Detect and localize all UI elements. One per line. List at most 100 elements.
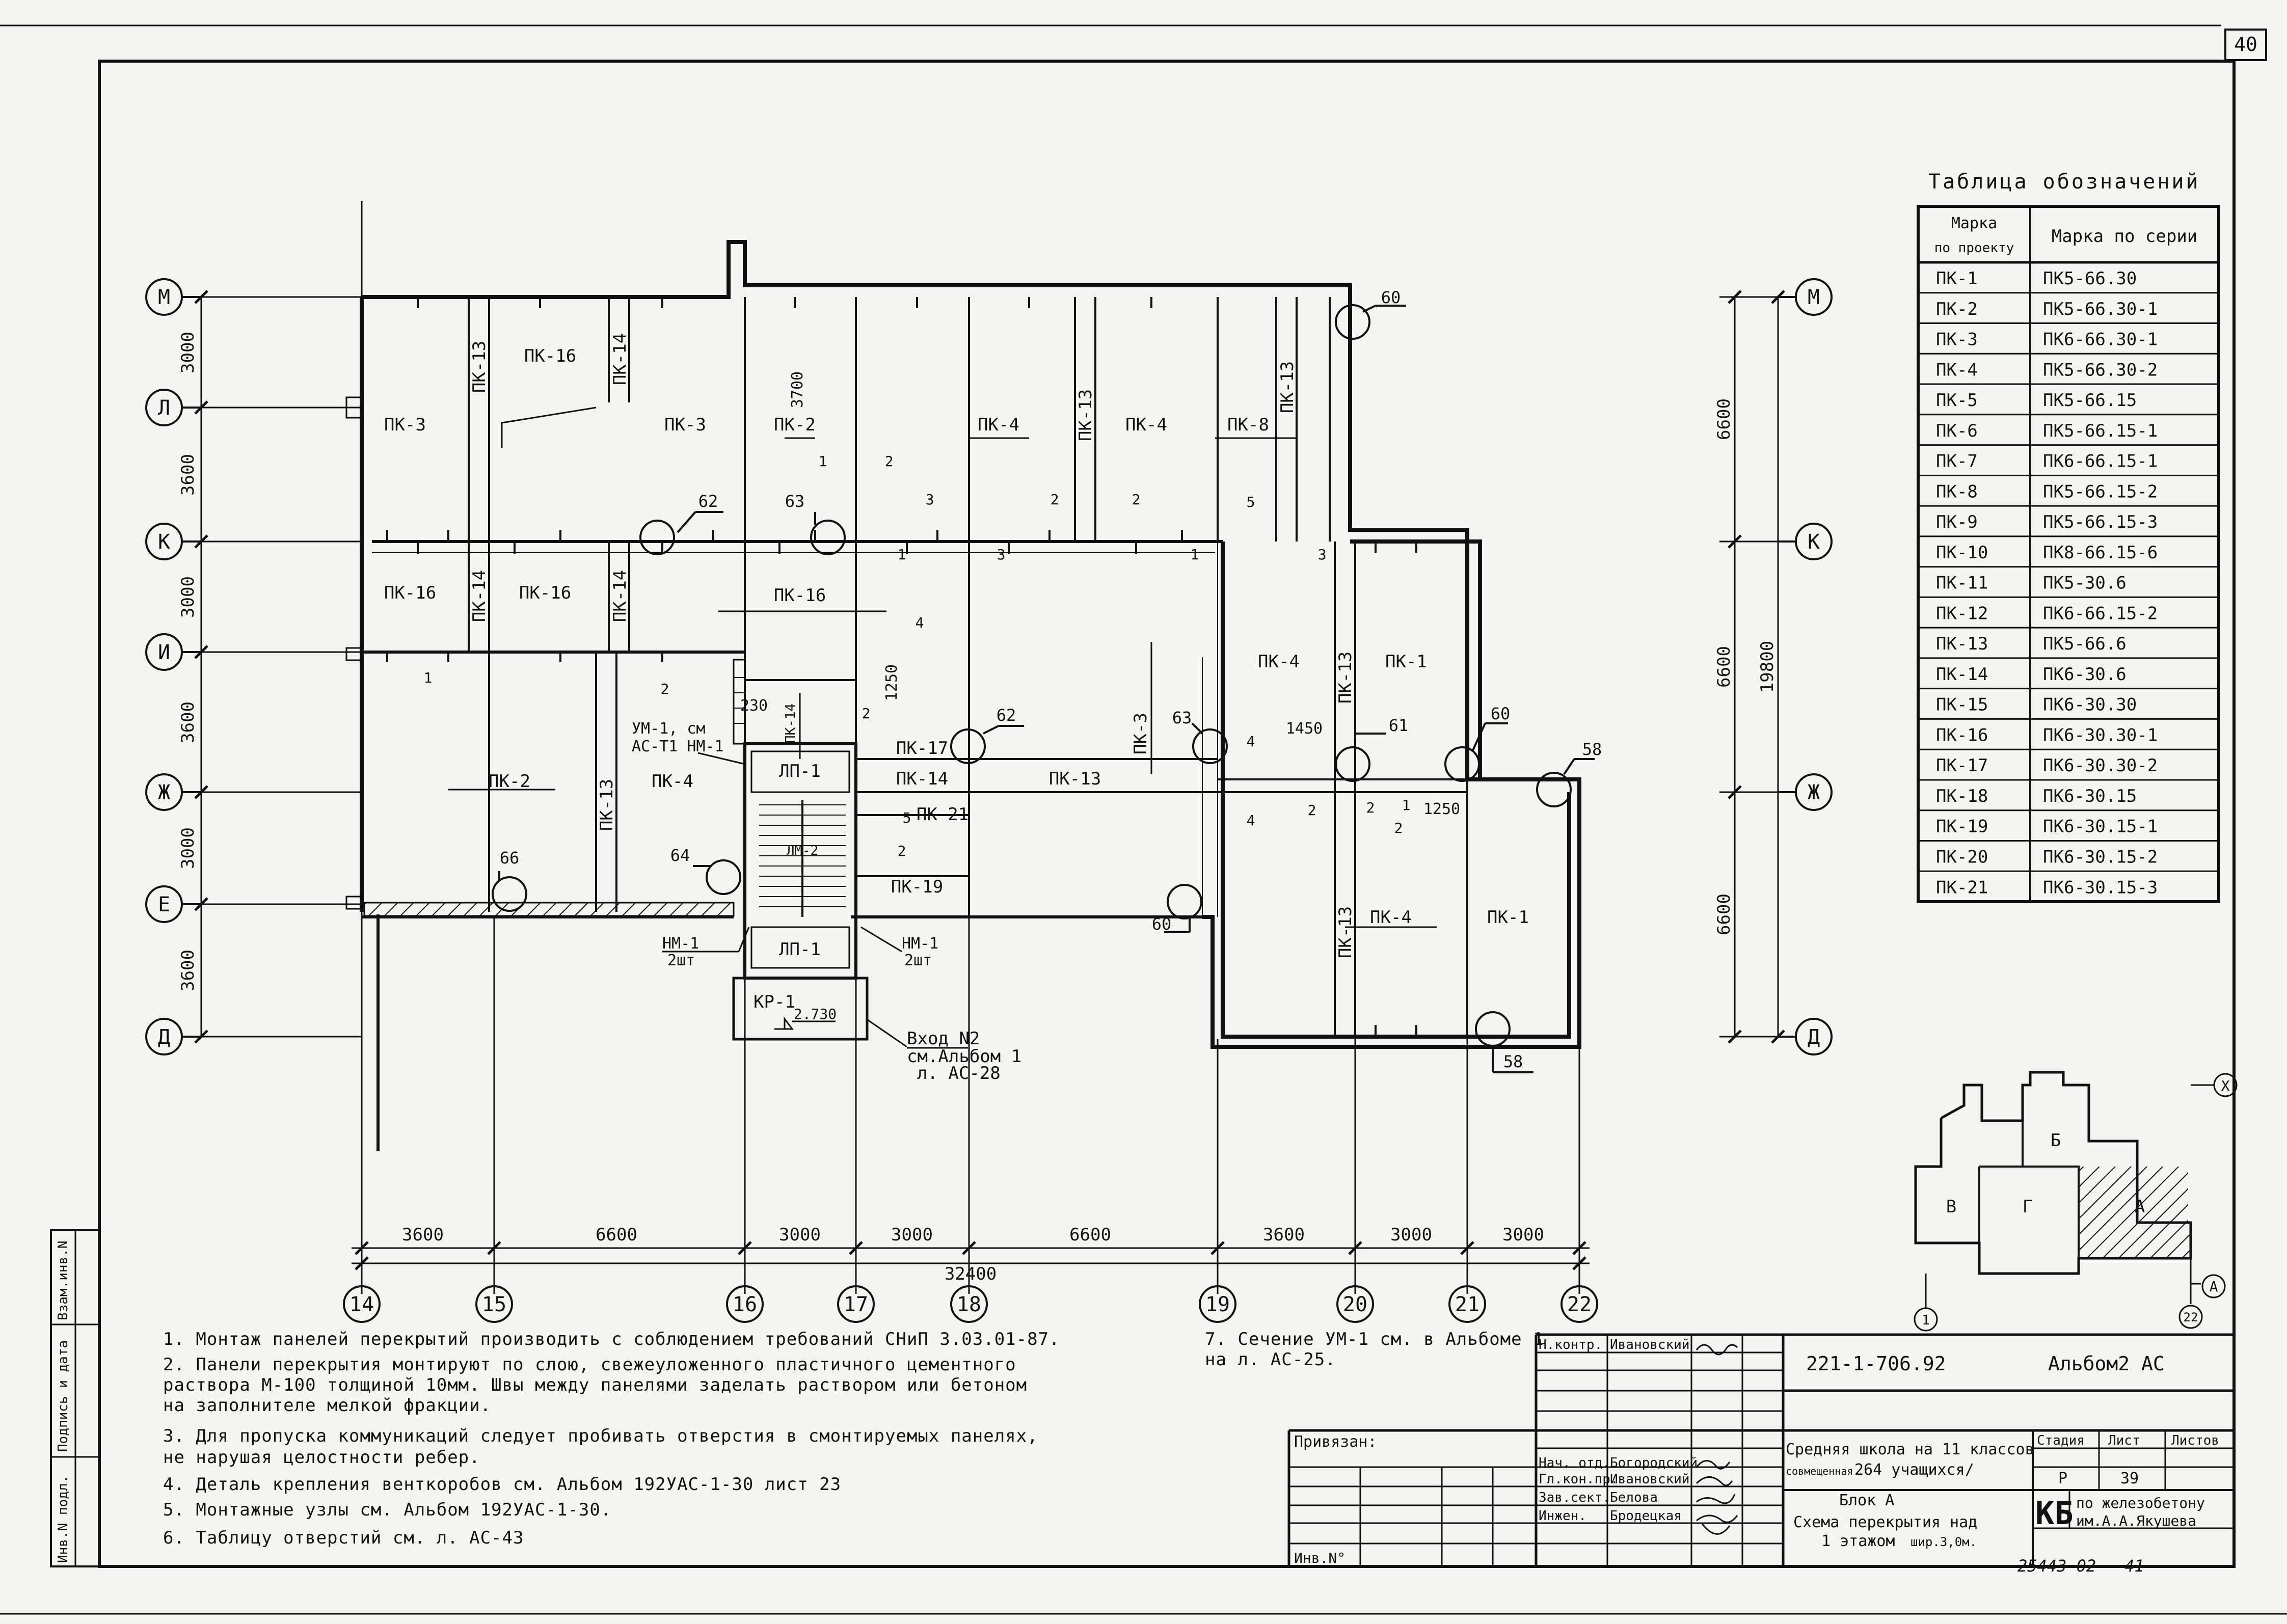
callout-circles: [492, 304, 1595, 1073]
panel-label: ПК-4: [1258, 652, 1300, 672]
stamp-org: им.А.А.Якушева: [2076, 1512, 2196, 1529]
legend-mark-series: ПК6-30.30-2: [2043, 755, 2158, 776]
panel-label: ПК-4: [978, 415, 1019, 435]
stamp-privyazan: Привязан:: [1294, 1433, 1377, 1451]
node-mark: 2: [1366, 799, 1375, 816]
legend-mark-project: ПК-15: [1936, 695, 1988, 715]
legend-mark-project: ПК-10: [1936, 543, 1988, 563]
legend-mark-project: ПК-20: [1936, 847, 1988, 868]
axis-row-k: К: [158, 530, 170, 554]
axis-col-15: 15: [482, 1293, 506, 1316]
stamp-block: Блок А: [1839, 1492, 1894, 1509]
stairwell: [732, 742, 869, 1041]
stamp-role: Инжен.: [1539, 1508, 1586, 1524]
node-mark: 2: [1051, 491, 1059, 508]
panel-label: ПК-13: [1335, 906, 1356, 958]
legend-mark-series: ПК8-66.15-6: [2043, 543, 2158, 563]
callout-number: 63: [785, 492, 805, 511]
legend-mark-series: ПК5-66.30: [2043, 268, 2137, 289]
callout-number: 60: [1152, 914, 1172, 934]
axis-col-16: 16: [733, 1293, 757, 1316]
legend-mark-series: ПК5-66.30-2: [2043, 360, 2158, 380]
legend-mark-series: ПК6-30.15-1: [2043, 817, 2158, 837]
panel-label: ПК-16: [384, 583, 436, 603]
node-mark: 3: [926, 491, 934, 508]
side-stamp: Инв.N подл. Подпись и дата Взам.инв.N: [50, 1229, 100, 1567]
callout-number: 60: [1381, 288, 1401, 307]
stamp-name: Белова: [1610, 1490, 1658, 1505]
annotation: Вход N2: [907, 1028, 980, 1049]
sheet-frame: 40: [98, 29, 2267, 1568]
node-mark: 2: [661, 681, 669, 697]
note-7-line: 7. Сечение УМ-1 см. в Альбоме 1: [1205, 1329, 1544, 1349]
note-line: 1. Монтаж панелей перекрытий производить…: [163, 1329, 1060, 1349]
node-mark: 2: [1394, 820, 1403, 836]
sheet-number: 40: [2234, 33, 2257, 56]
dim-right-2: 6600: [1714, 646, 1734, 688]
stamp-stage-h: Стадия: [2037, 1433, 2085, 1448]
legend-title: Таблица обозначений: [1928, 170, 2200, 194]
dim-small: 1250: [883, 664, 901, 701]
callout-number: 58: [1582, 740, 1602, 759]
panel-label: ПК-3: [384, 415, 426, 435]
annotation: см.Альбом 1: [907, 1046, 1021, 1067]
callout-number: 60: [1491, 704, 1511, 723]
panel-label: ПК-13: [1335, 652, 1356, 703]
stamp-name: Богородский: [1610, 1455, 1698, 1471]
axis-row-m-right: М: [1808, 286, 1820, 309]
dim-left-3: 3000: [178, 576, 198, 618]
stamp-number: 25443-02: [2017, 1556, 2096, 1576]
node-mark: 1: [819, 453, 827, 470]
note-7-line: на л. АС-25.: [1205, 1349, 1336, 1370]
panel-label: ПК-14: [610, 570, 630, 622]
node-mark: 4: [1247, 812, 1255, 829]
legend-mark-series: ПК5-66.6: [2043, 634, 2127, 654]
dim-left-4: 3600: [178, 701, 198, 743]
axis-col-14: 14: [349, 1293, 374, 1316]
legend-mark-series: ПК6-30.15: [2043, 786, 2137, 806]
floor-plan: М Л К И Ж Е Д М К Ж Д 14 15 16 17 18 19 …: [145, 201, 1833, 1323]
legend-mark-project: ПК-12: [1936, 603, 1988, 624]
panel-label: ПК-3: [664, 415, 706, 435]
callout-number: 61: [1389, 716, 1409, 735]
stamp-role: Зав.сект.: [1539, 1490, 1610, 1505]
panel-label: ПК-21: [917, 804, 968, 825]
legend-mark-series: ПК6-30.6: [2043, 664, 2127, 685]
legend-mark-project: ПК-6: [1936, 421, 1978, 441]
stamp-name: Бродецкая: [1610, 1508, 1682, 1524]
legend-mark-series: ПК5-66.15-2: [2043, 481, 2158, 502]
annotation: НМ-1: [902, 935, 938, 953]
axis-col-19: 19: [1205, 1293, 1230, 1316]
stamp-page: 41: [2124, 1556, 2144, 1576]
axis-bubbles: [145, 278, 1833, 1323]
axis-row-zh: Ж: [158, 781, 170, 804]
dim-small: 1450: [1286, 720, 1323, 738]
panel-label: ПК-14: [783, 703, 798, 743]
legend-mark-series: ПК6-30.15-2: [2043, 847, 2158, 868]
stamp-sheet: 39: [2120, 1470, 2139, 1487]
node-mark: 3: [1318, 546, 1327, 563]
note-line: на заполнителе мелкой фракции.: [163, 1395, 491, 1416]
legend-mark-project: ПК-17: [1936, 755, 1988, 776]
node-mark: 2: [885, 453, 894, 470]
axis-row-d-right: Д: [1808, 1025, 1820, 1049]
legend-mark-project: ПК-4: [1936, 360, 1978, 380]
annotation: 2шт: [904, 952, 932, 969]
legend-mark-project: ПК-13: [1936, 634, 1988, 654]
stamp-stage: Р: [2058, 1470, 2067, 1487]
callout-number: 66: [500, 848, 520, 868]
legend-mark-series: ПК6-66.30-1: [2043, 330, 2158, 350]
node-mark: 1: [898, 546, 906, 563]
stamp-school: 264 учащихся/: [1854, 1461, 1974, 1479]
legend-mark-series: ПК6-66.15-2: [2043, 603, 2158, 624]
dim-small: 3700: [789, 371, 806, 408]
annotation: АС-Т1 НМ-1: [632, 738, 724, 755]
axis-col-20: 20: [1343, 1293, 1367, 1316]
panel-label: ПК-16: [524, 346, 576, 366]
legend-mark-series: ПК5-66.15: [2043, 390, 2137, 411]
stair-label: ЛП-1: [779, 761, 821, 781]
legend-mark-series: ПК6-30.15-3: [2043, 877, 2158, 898]
stamp-sheet-h: Лист: [2108, 1433, 2140, 1448]
panel-label: ПК-19: [891, 877, 943, 897]
dim-left-2: 3600: [178, 454, 198, 496]
